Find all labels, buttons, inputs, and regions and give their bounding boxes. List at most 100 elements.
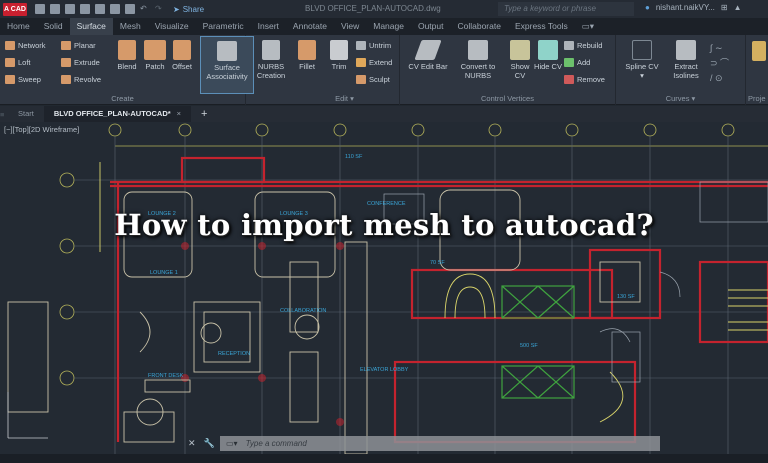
save-as-icon[interactable]	[80, 4, 90, 14]
command-input[interactable]: ▭▾ Type a command	[220, 436, 660, 451]
rebuild-button[interactable]: Rebuild	[564, 41, 602, 50]
show-cv-icon	[510, 40, 530, 60]
tab-solid[interactable]: Solid	[43, 21, 63, 31]
tab-view[interactable]: View	[340, 21, 360, 31]
user-icon: ●	[645, 3, 650, 12]
title-bar: A CAD ↶ ↷ ➤ Share BLVD OFFICE_PLAN-AUTOC…	[0, 0, 768, 18]
status-bar	[0, 454, 768, 463]
room-label: 130 SF	[617, 294, 635, 300]
tab-surface[interactable]: Surface	[69, 18, 113, 35]
redo-icon[interactable]: ↷	[155, 4, 162, 13]
tab-manage[interactable]: Manage	[373, 21, 404, 31]
hide-cv-button[interactable]: Hide CV	[534, 40, 562, 71]
add-cv-button[interactable]: Add	[564, 58, 590, 67]
show-cv-button[interactable]: Show CV	[506, 40, 534, 80]
tab-home[interactable]: Home	[7, 21, 30, 31]
tab-parametric[interactable]: Parametric	[202, 21, 244, 31]
tab-visualize[interactable]: Visualize	[154, 21, 189, 31]
tabs-menu-icon[interactable]: ≡	[0, 109, 5, 119]
new-icon[interactable]	[35, 4, 45, 14]
remove-cv-icon	[564, 75, 574, 84]
trim-button[interactable]: Trim	[326, 40, 352, 71]
offset-button[interactable]: Offset	[168, 40, 196, 71]
spline-cv-button[interactable]: Spline CV▾	[622, 40, 662, 80]
remove-cv-button[interactable]: Remove	[564, 75, 605, 84]
sweep-button[interactable]: Sweep	[5, 75, 41, 84]
untrim-button[interactable]: Untrim	[356, 41, 391, 50]
panel-control-vertices: CV Edit Bar Convert to NURBS Show CV Hid…	[400, 35, 616, 105]
help-icon[interactable]: ▲	[733, 3, 742, 12]
viewport-controls[interactable]: [−][Top][2D Wireframe]	[4, 125, 80, 134]
share-icon: ➤	[173, 4, 180, 14]
save-icon[interactable]	[65, 4, 75, 14]
command-history-icon[interactable]: ▭▾	[226, 439, 238, 448]
tab-annotate[interactable]: Annotate	[292, 21, 327, 31]
room-label: ELEVATOR LOBBY	[360, 367, 409, 373]
tab-express-tools[interactable]: Express Tools	[514, 21, 568, 31]
open-icon[interactable]	[50, 4, 60, 14]
surface-associativity-button[interactable]: Surface Associativity	[200, 36, 254, 94]
search-input[interactable]: Type a keyword or phrase	[498, 2, 634, 16]
loft-button[interactable]: Loft	[5, 58, 31, 67]
plot-icon[interactable]	[95, 4, 105, 14]
ribbon-tabs: Home Solid Surface Mesh Visualize Parame…	[0, 18, 768, 35]
untrim-icon	[356, 41, 366, 50]
curve-tools-grid[interactable]: ∫ ∼⊃ ⌒/ ⊙	[710, 43, 730, 83]
undo-icon[interactable]: ↶	[140, 4, 147, 13]
nurbs-creation-button[interactable]: NURBS Creation	[254, 40, 288, 80]
extrude-button[interactable]: Extrude	[61, 58, 100, 67]
ribbon-options-icon[interactable]: ▭▾	[581, 21, 595, 31]
user-account[interactable]: ● nishant.naikVY... ⊞ ▲	[645, 3, 742, 12]
panel-label-curves[interactable]: Curves ▾	[665, 94, 696, 103]
app-logo[interactable]: A CAD	[3, 2, 27, 16]
revolve-button[interactable]: Revolve	[61, 75, 101, 84]
tab-document[interactable]: BLVD OFFICE_PLAN-AUTOCAD* ×	[43, 106, 192, 122]
room-label: LOUNGE 2	[148, 211, 176, 217]
planar-button[interactable]: Planar	[61, 41, 96, 50]
close-command-icon[interactable]: ✕	[188, 438, 196, 448]
room-label: RECEPTION	[218, 351, 250, 357]
sweep-icon	[5, 75, 15, 84]
network-icon	[5, 41, 15, 50]
ribbon: Network Planar Loft Extrude Sweep Revolv…	[0, 35, 768, 105]
loft-icon	[5, 58, 15, 67]
panel-curves: Spline CV▾ Extract Isolines ∫ ∼⊃ ⌒/ ⊙ Cu…	[616, 35, 746, 105]
tab-start[interactable]: Start	[18, 109, 34, 118]
cv-edit-bar-button[interactable]: CV Edit Bar	[404, 40, 452, 71]
extend-button[interactable]: Extend	[356, 58, 392, 67]
fillet-button[interactable]: Fillet	[294, 40, 320, 71]
customize-icon[interactable]: 🔧	[203, 438, 215, 448]
convert-to-nurbs-icon	[468, 40, 488, 60]
panel-label-edit[interactable]: Edit ▾	[335, 94, 354, 103]
document-tabs: ≡ Start BLVD OFFICE_PLAN-AUTOCAD* × +	[0, 106, 768, 122]
planar-icon	[61, 41, 71, 50]
print-icon[interactable]	[125, 4, 135, 14]
offset-icon	[173, 40, 191, 60]
extrude-icon	[61, 58, 71, 67]
spline-cv-icon	[632, 40, 652, 60]
extract-isolines-button[interactable]: Extract Isolines	[666, 40, 706, 80]
tab-output[interactable]: Output	[417, 21, 444, 31]
convert-to-nurbs-button[interactable]: Convert to NURBS	[456, 40, 500, 80]
mobile-icon[interactable]	[110, 4, 120, 14]
close-tab-icon[interactable]: ×	[176, 109, 182, 118]
network-button[interactable]: Network	[5, 41, 46, 50]
hide-cv-icon	[538, 40, 558, 60]
sculpt-button[interactable]: Sculpt	[356, 75, 390, 84]
drawing-canvas[interactable]: LOUNGE 2 LOUNGE 3 CONFERENCE LOUNGE 1 CO…	[0, 122, 768, 454]
blend-button[interactable]: Blend	[114, 40, 140, 71]
nurbs-creation-icon	[262, 40, 280, 60]
project-icon[interactable]	[752, 41, 766, 61]
tab-insert[interactable]: Insert	[257, 21, 279, 31]
cart-icon[interactable]: ⊞	[720, 3, 728, 12]
trim-icon	[330, 40, 348, 60]
new-tab-button[interactable]: +	[201, 108, 208, 120]
patch-button[interactable]: Patch	[142, 40, 168, 71]
document-title: BLVD OFFICE_PLAN-AUTOCAD.dwg	[305, 4, 441, 13]
panel-create: Network Planar Loft Extrude Sweep Revolv…	[0, 35, 254, 105]
tab-collaborate[interactable]: Collaborate	[457, 21, 501, 31]
tab-mesh[interactable]: Mesh	[119, 21, 141, 31]
share-button[interactable]: ➤ Share	[173, 4, 205, 14]
room-label: CONFERENCE	[367, 201, 406, 207]
extend-icon	[356, 58, 366, 67]
